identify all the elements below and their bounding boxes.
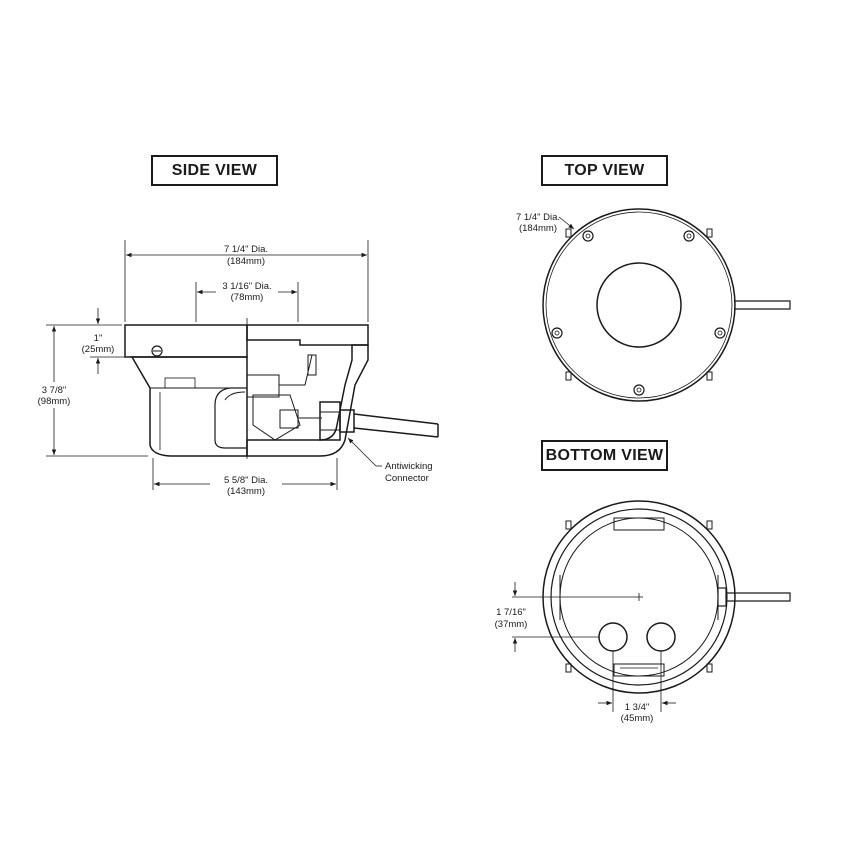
dim-total-height-imperial: 3 7/8" <box>42 385 67 396</box>
dim-total-height-metric: (98mm) <box>38 396 71 407</box>
bottom-view-title: BOTTOM VIEW <box>541 440 668 471</box>
dim-top-height-imperial: 1" <box>94 333 103 344</box>
top-cable <box>734 300 791 310</box>
bottom-hole-right <box>646 622 676 652</box>
bottom-view: 1 7/16" (37mm) 1 3/4" (45mm) <box>488 500 791 724</box>
dim-hole-spacing-imperial: 1 3/4" <box>625 702 650 713</box>
dim-overall-dia-imperial: 7 1/4" Dia. <box>224 244 268 255</box>
dim-bottom-offset-metric: (37mm) <box>495 619 528 630</box>
bottom-hole-left <box>598 622 628 652</box>
side-section-flange <box>246 324 369 346</box>
dim-bottom-offset-imperial: 1 7/16" <box>496 607 526 618</box>
dim-base-dia-imperial: 5 5/8" Dia. <box>224 475 268 486</box>
top-screws <box>551 230 726 396</box>
dim-top-height-metric: (25mm) <box>82 344 115 355</box>
side-cable <box>353 413 439 425</box>
top-window <box>596 262 682 348</box>
bottom-cable <box>726 592 791 602</box>
top-outer-ring <box>542 208 736 402</box>
dim-inner-dia-metric: (78mm) <box>231 292 264 303</box>
side-body-exterior <box>130 356 248 457</box>
dim-overall-dia-metric: (184mm) <box>227 256 265 267</box>
dim-inner-dia-imperial: 3 1/16" Dia. <box>222 281 271 292</box>
dim-hole-spacing-metric: (45mm) <box>621 713 654 724</box>
side-view-title: SIDE VIEW <box>151 155 278 186</box>
top-view-title: TOP VIEW <box>541 155 668 186</box>
dim-base-dia-metric: (143mm) <box>227 486 265 497</box>
connector-nut <box>319 401 341 441</box>
top-view: 7 1/4" Dia. (184mm) <box>516 208 791 402</box>
flange-screw <box>151 345 163 357</box>
connector-callout-line2: Connector <box>385 473 429 484</box>
dim-top-dia-imperial: 7 1/4" Dia. <box>516 212 560 223</box>
side-flange <box>124 324 248 358</box>
connector-callout-line1: Antiwicking <box>385 461 433 472</box>
side-view: 7 1/4" Dia. (184mm) 3 1/16" Dia. (78mm) … <box>38 240 439 498</box>
dim-top-dia-metric: (184mm) <box>519 223 557 234</box>
